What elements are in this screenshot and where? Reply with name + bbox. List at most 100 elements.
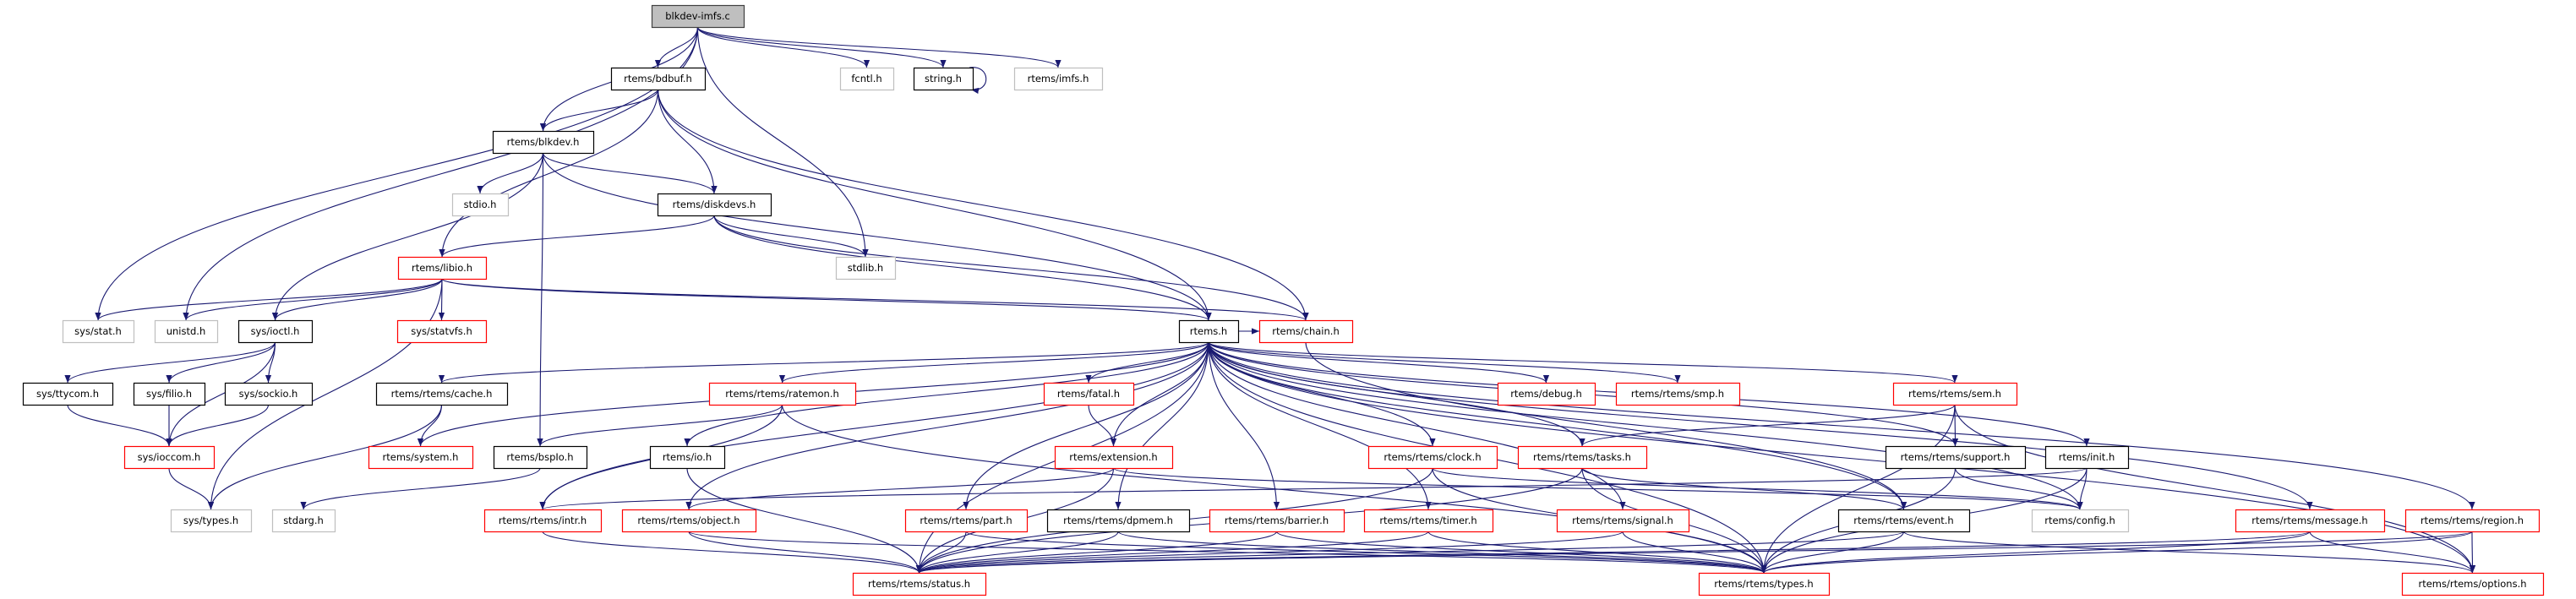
edge-diskdevs-to-libio: [439, 215, 715, 258]
node-bspio[interactable]: rtems/bspIo.h: [493, 445, 588, 470]
node-box: [368, 445, 474, 470]
node-box: [835, 256, 897, 280]
edge-diskdevs-to-stdlib: [713, 215, 869, 258]
node-extension[interactable]: rtems/extension.h: [1054, 445, 1174, 470]
node-chain[interactable]: rtems/chain.h: [1258, 319, 1354, 344]
node-dpmem[interactable]: rtems/rtems/dpmem.h: [1046, 509, 1191, 533]
node-box: [375, 382, 509, 406]
node-types[interactable]: rtems/rtems/types.h: [1698, 572, 1831, 596]
node-ioctl[interactable]: sys/ioctl.h: [237, 319, 314, 344]
node-string[interactable]: string.h: [913, 67, 974, 91]
edge-ioctl-to-filio: [166, 341, 276, 384]
node-cache[interactable]: rtems/rtems/cache.h: [375, 382, 509, 406]
node-label: sys/ioccom.h: [138, 451, 201, 463]
edge-barrier-to-status: [916, 531, 1278, 574]
node-sem[interactable]: rtems/rtems/sem.h: [1892, 382, 2018, 406]
edge-rtems-to-cache: [439, 341, 1209, 384]
node-barrier[interactable]: rtems/rtems/barrier.h: [1209, 509, 1345, 533]
edge-rtems-to-ratemon: [779, 341, 1209, 384]
node-statvfs[interactable]: sys/statvfs.h: [396, 319, 488, 344]
node-box: [22, 382, 114, 406]
edge-blkdev-to-rtems: [542, 152, 1212, 321]
node-io[interactable]: rtems/io.h: [649, 445, 726, 470]
edge-libio-to-ioctl: [271, 278, 443, 321]
node-label: rtems/rtems/tasks.h: [1533, 451, 1631, 463]
node-label: rtems/fatal.h: [1057, 388, 1120, 400]
node-label: sys/ttycom.h: [36, 388, 99, 400]
node-box: [1556, 509, 1690, 533]
node-box: [1363, 509, 1494, 533]
node-timer[interactable]: rtems/rtems/timer.h: [1363, 509, 1494, 533]
node-fatal[interactable]: rtems/fatal.h: [1043, 382, 1135, 406]
node-init[interactable]: rtems/init.h: [2044, 445, 2130, 470]
edge-object-to-status: [688, 531, 922, 574]
node-box: [397, 256, 488, 280]
edge-root-to-string: [696, 26, 947, 68]
node-label: rtems/init.h: [2059, 451, 2115, 463]
edge-root-to-fcntl: [696, 26, 870, 68]
node-label: sys/filio.h: [146, 388, 192, 400]
edge-event-to-options: [1902, 531, 2475, 574]
node-debug[interactable]: rtems/debug.h: [1497, 382, 1596, 406]
node-blkdev[interactable]: rtems/blkdev.h: [492, 130, 595, 155]
node-ioccom[interactable]: sys/ioccom.h: [123, 445, 216, 470]
node-box: [1013, 67, 1104, 91]
node-options[interactable]: rtems/rtems/options.h: [2401, 572, 2545, 596]
edge-libio-to-sysstat: [95, 278, 443, 321]
edge-bdbuf-to-rtems: [657, 89, 1212, 321]
edge-ioccom-to-systypes: [168, 467, 215, 510]
node-box: [1178, 319, 1240, 344]
node-smp[interactable]: rtems/rtems/smp.h: [1615, 382, 1741, 406]
node-box: [1046, 509, 1191, 533]
node-support[interactable]: rtems/rtems/support.h: [1885, 445, 2027, 470]
node-status[interactable]: rtems/rtems/status.h: [852, 572, 987, 596]
node-part[interactable]: rtems/rtems/part.h: [904, 509, 1029, 533]
edge-part-to-types: [965, 531, 1767, 574]
node-libio[interactable]: rtems/libio.h: [397, 256, 488, 280]
node-box: [1258, 319, 1354, 344]
edge-init-to-config: [2077, 467, 2088, 510]
node-label: rtems/rtems/message.h: [2251, 515, 2367, 526]
node-box: [396, 319, 488, 344]
edge-tasks-to-event: [1581, 467, 1907, 510]
node-box: [1043, 382, 1135, 406]
node-bdbuf[interactable]: rtems/bdbuf.h: [610, 67, 707, 91]
edge-libio-to-unistd: [183, 278, 443, 321]
node-diskdevs[interactable]: rtems/diskdevs.h: [657, 193, 772, 217]
node-tasks[interactable]: rtems/rtems/tasks.h: [1517, 445, 1648, 470]
node-box: [651, 4, 745, 29]
node-sockio[interactable]: sys/sockio.h: [224, 382, 314, 406]
node-intr[interactable]: rtems/rtems/intr.h: [483, 509, 603, 533]
node-label: rtems/io.h: [663, 451, 712, 463]
node-label: rtems/config.h: [2044, 515, 2115, 526]
node-ratemon[interactable]: rtems/rtems/ratemon.h: [708, 382, 857, 406]
edge-dpmem-to-status: [915, 531, 1119, 574]
node-ttycom[interactable]: sys/ttycom.h: [22, 382, 114, 406]
node-label: rtems/rtems/signal.h: [1572, 515, 1673, 526]
node-label: rtems/rtems/smp.h: [1631, 388, 1724, 400]
node-label: rtems.h: [1190, 325, 1227, 337]
node-box: [1054, 445, 1174, 470]
edge-bdbuf-to-diskdevs: [657, 89, 718, 194]
edge-region-to-types: [1760, 531, 2473, 574]
node-region[interactable]: rtems/rtems/region.h: [2404, 509, 2541, 533]
node-object[interactable]: rtems/rtems/object.h: [621, 509, 757, 533]
edge-ioctl-to-ttycom: [64, 341, 276, 384]
edge-bspio-to-stdarg: [300, 467, 541, 510]
node-box: [2404, 509, 2541, 533]
node-box: [271, 509, 336, 533]
node-label: sys/sockio.h: [239, 388, 298, 400]
node-box: [1837, 509, 1971, 533]
node-filio[interactable]: sys/filio.h: [133, 382, 206, 406]
node-box: [62, 319, 135, 344]
node-event[interactable]: rtems/rtems/event.h: [1837, 509, 1971, 533]
edge-bdbuf-to-blkdev: [539, 89, 659, 132]
node-clock[interactable]: rtems/rtems/clock.h: [1367, 445, 1498, 470]
node-rtems[interactable]: rtems.h: [1178, 319, 1240, 344]
edges-layer: [64, 26, 2476, 574]
edge-rtems-to-io: [684, 341, 1209, 447]
node-message[interactable]: rtems/rtems/message.h: [2235, 509, 2386, 533]
node-signal[interactable]: rtems/rtems/signal.h: [1556, 509, 1690, 533]
node-system[interactable]: rtems/system.h: [368, 445, 474, 470]
node-label: sys/types.h: [183, 515, 238, 526]
